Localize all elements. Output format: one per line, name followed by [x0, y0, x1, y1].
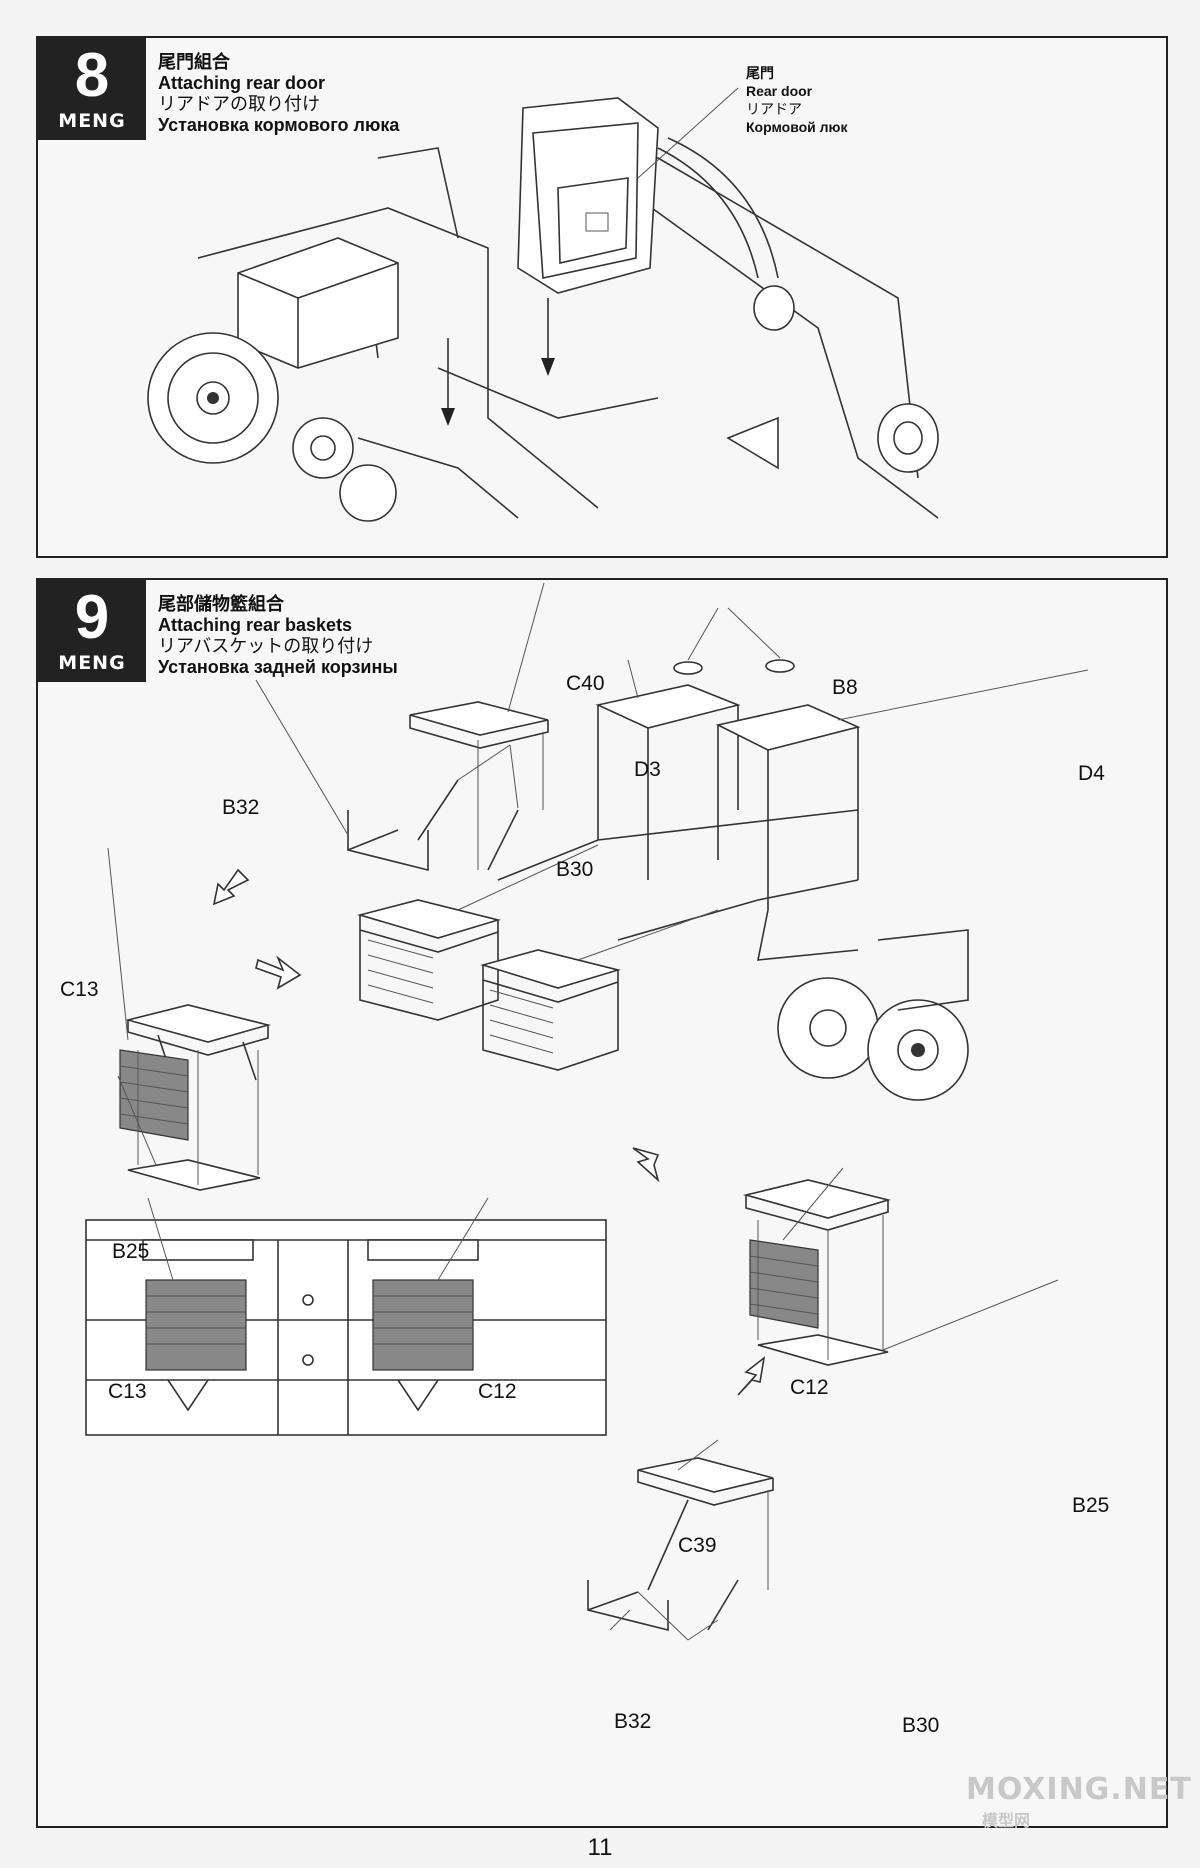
step-8-panel: 8 MENG 尾門組合 Attaching rear door リアドアの取り付… [36, 36, 1168, 558]
step-8-titles: 尾門組合 Attaching rear door リアドアの取り付け Устан… [158, 52, 399, 136]
step-9-brand-logo: MENG [58, 652, 126, 674]
basket-pair-assembled [357, 899, 622, 1071]
page-number: 11 [587, 1834, 613, 1861]
label-d3: D3 [634, 758, 661, 781]
rear-door-label-jp: リアドア [746, 101, 802, 117]
step-8-badge: 8 MENG [38, 38, 146, 140]
step-9-title-ru: Установка задней корзины [158, 657, 398, 677]
frame-assembly-bottom [587, 1457, 774, 1632]
step-9-number: 9 [74, 583, 110, 652]
step-9-title-jp: リアバスケットの取り付け [158, 636, 374, 656]
rear-door-part [517, 97, 659, 294]
step-9-badge: 9 MENG [38, 580, 146, 682]
label-b30-top: B30 [556, 858, 594, 881]
step-9-title-en: Attaching rear baskets [158, 615, 353, 635]
step-8-title-en: Attaching rear door [158, 73, 326, 93]
step-8-number: 8 [74, 41, 110, 110]
step-8-assembly-drawing [147, 87, 939, 522]
hull-rear-section [497, 684, 861, 961]
rear-door-label-en: Rear door [746, 83, 813, 99]
label-c39: C39 [678, 1534, 717, 1557]
label-c40: C40 [566, 672, 605, 695]
drive-sprocket-right [657, 137, 779, 279]
step-8-title-jp: リアドアの取り付け [158, 94, 320, 114]
watermark: MOXING.NET 模型网 [966, 1772, 1192, 1831]
step-8-title-cn: 尾門組合 [158, 52, 230, 72]
watermark-en: MOXING.NET [966, 1772, 1192, 1807]
watermark-cn: 模型网 [982, 1813, 1031, 1830]
step-9-panel: 9 MENG 尾部儲物籃組合 Attaching rear baskets リア… [36, 578, 1168, 1828]
frame-assembly-top [347, 701, 549, 872]
label-b8: B8 [832, 676, 858, 699]
drive-sprocket-left [147, 332, 279, 464]
label-b25-left: B25 [112, 1240, 150, 1263]
rear-door-callout: 尾門 Rear door リアドア Кормовой люк [746, 64, 848, 136]
step-9-title-cn: 尾部儲物籃組合 [158, 594, 284, 614]
arrow-up-right-icon [737, 1356, 766, 1396]
label-c12-bottom: C12 [478, 1380, 517, 1403]
road-wheels-right [777, 929, 969, 1101]
arrow-down-left-icon [212, 868, 250, 906]
arrow-right-icon [255, 955, 302, 990]
label-d4: D4 [1078, 762, 1105, 785]
label-c13-bottom: C13 [108, 1380, 147, 1403]
step-9-titles: 尾部儲物籃組合 Attaching rear baskets リアバスケットの取… [158, 594, 398, 678]
rear-door-label-ru: Кормовой люк [746, 119, 848, 135]
label-b25-right: B25 [1072, 1494, 1110, 1517]
step-8-brand-logo: MENG [58, 110, 126, 132]
label-b32-top: B32 [222, 796, 260, 819]
arrow-up-left-icon [632, 1147, 660, 1183]
cap-b8-right [765, 659, 795, 673]
step-9-assembly-drawing [85, 582, 1089, 1641]
label-c12-right: C12 [790, 1376, 829, 1399]
label-c13-left: C13 [60, 978, 99, 1001]
rear-view-reference [85, 1219, 607, 1436]
basket-assembly-right [742, 1179, 892, 1366]
label-b30-bottom: B30 [902, 1714, 940, 1737]
label-b32-bottom: B32 [614, 1710, 652, 1733]
rear-door-label-cn: 尾門 [746, 65, 774, 81]
step-8-title-ru: Установка кормового люка [158, 115, 400, 135]
basket-assembly-left [119, 1004, 272, 1191]
cap-b8-left [673, 661, 703, 675]
